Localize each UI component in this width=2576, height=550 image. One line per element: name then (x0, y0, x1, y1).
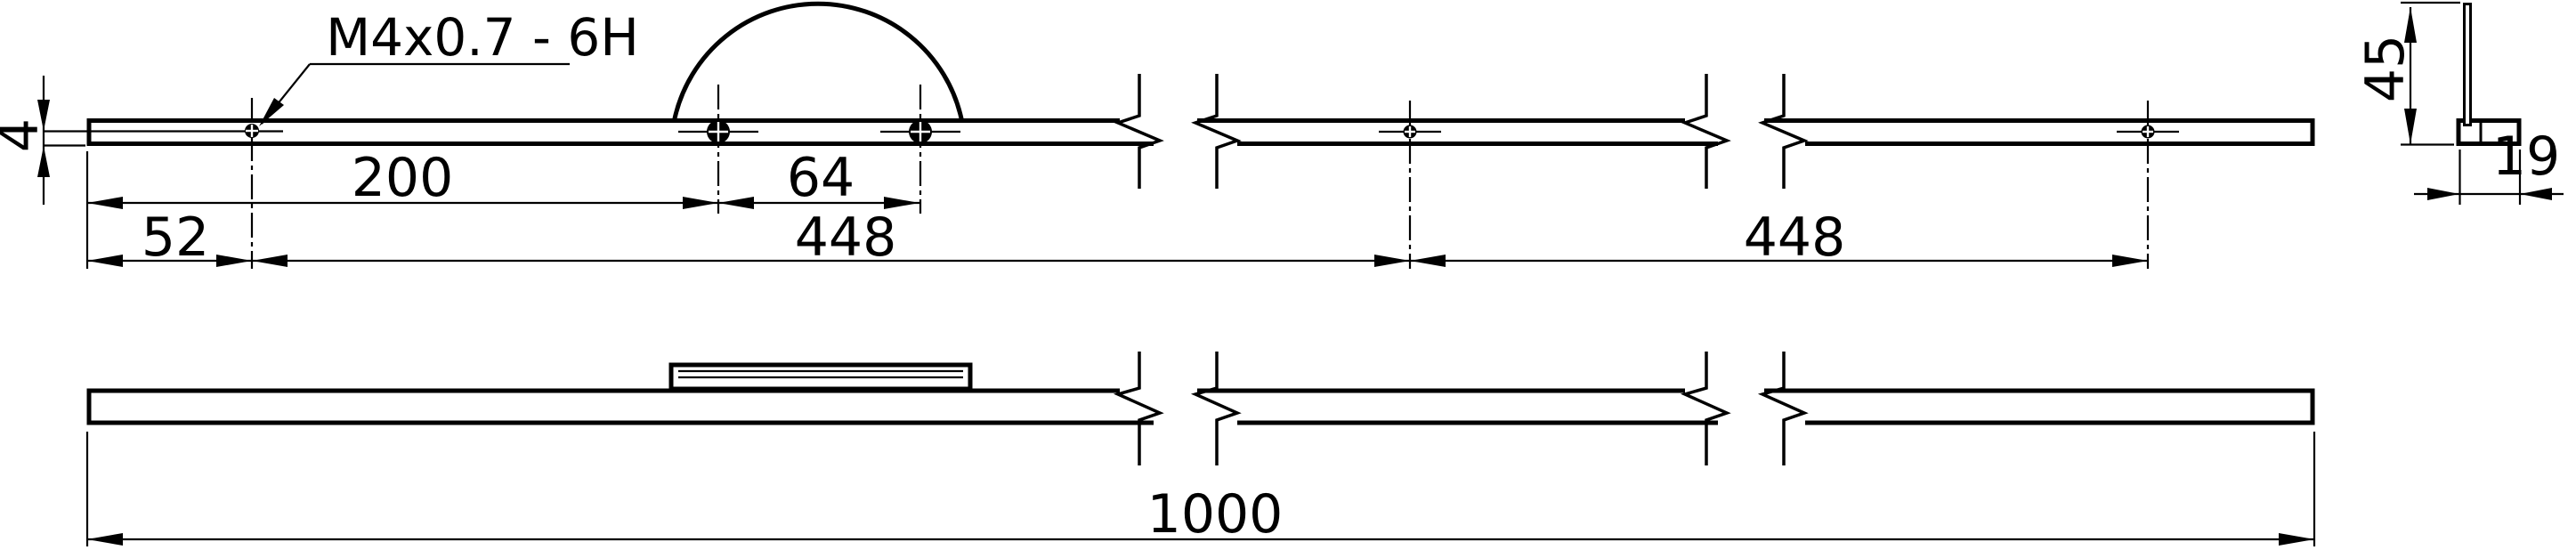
profile-base (2456, 118, 2522, 146)
end-view: 45 19 (2354, 1, 2564, 205)
dim-19: 19 (2414, 125, 2564, 205)
dim-text-448-right: 448 (1744, 206, 1846, 269)
thread-callout-text: M4x0.7 - 6H (326, 7, 639, 68)
side-view-dimensions: 4 200 64 52 448 448 (0, 76, 2148, 269)
dim-text-4: 4 (0, 118, 51, 152)
dim-text-45: 45 (2354, 35, 2417, 102)
side-view (44, 1, 2315, 269)
dim-45: 45 (2354, 1, 2460, 146)
break-mark (1114, 74, 1164, 189)
dim-64: 64 (718, 147, 919, 209)
leader-arrowhead (259, 98, 284, 126)
m4-tapped-hole (245, 124, 259, 138)
dim-text-52: 52 (142, 206, 209, 269)
mid-hole (1403, 125, 1417, 139)
handle-arc (672, 1, 964, 120)
dim-200: 200 (87, 147, 718, 209)
break-mark (1190, 352, 1242, 465)
handle-footprint (668, 362, 973, 392)
dim-text-200: 200 (352, 147, 454, 209)
dim-text-19: 19 (2492, 125, 2560, 188)
profile-blade (2463, 3, 2472, 126)
right-hole (2141, 125, 2155, 139)
break-mark (1680, 352, 1731, 465)
arc-fastener-hole-right (909, 120, 932, 143)
thread-callout: M4x0.7 - 6H (259, 7, 639, 126)
dim-text-448-left: 448 (795, 206, 897, 269)
arc-fastener-hole-left (707, 120, 730, 143)
dim-text-1000: 1000 (1147, 483, 1284, 546)
break-mark (1757, 352, 1809, 465)
break-mark (1681, 74, 1731, 189)
break-mark (1113, 352, 1164, 465)
break-mark (1191, 74, 1242, 189)
dim-thickness-4: 4 (0, 76, 85, 205)
dim-1000: 1000 (85, 432, 2316, 546)
bottom-view: 1000 (85, 352, 2316, 546)
dim-row-52-448-448: 52 448 448 (87, 206, 2148, 269)
break-mark (1758, 74, 1809, 189)
dim-text-64: 64 (787, 147, 855, 209)
